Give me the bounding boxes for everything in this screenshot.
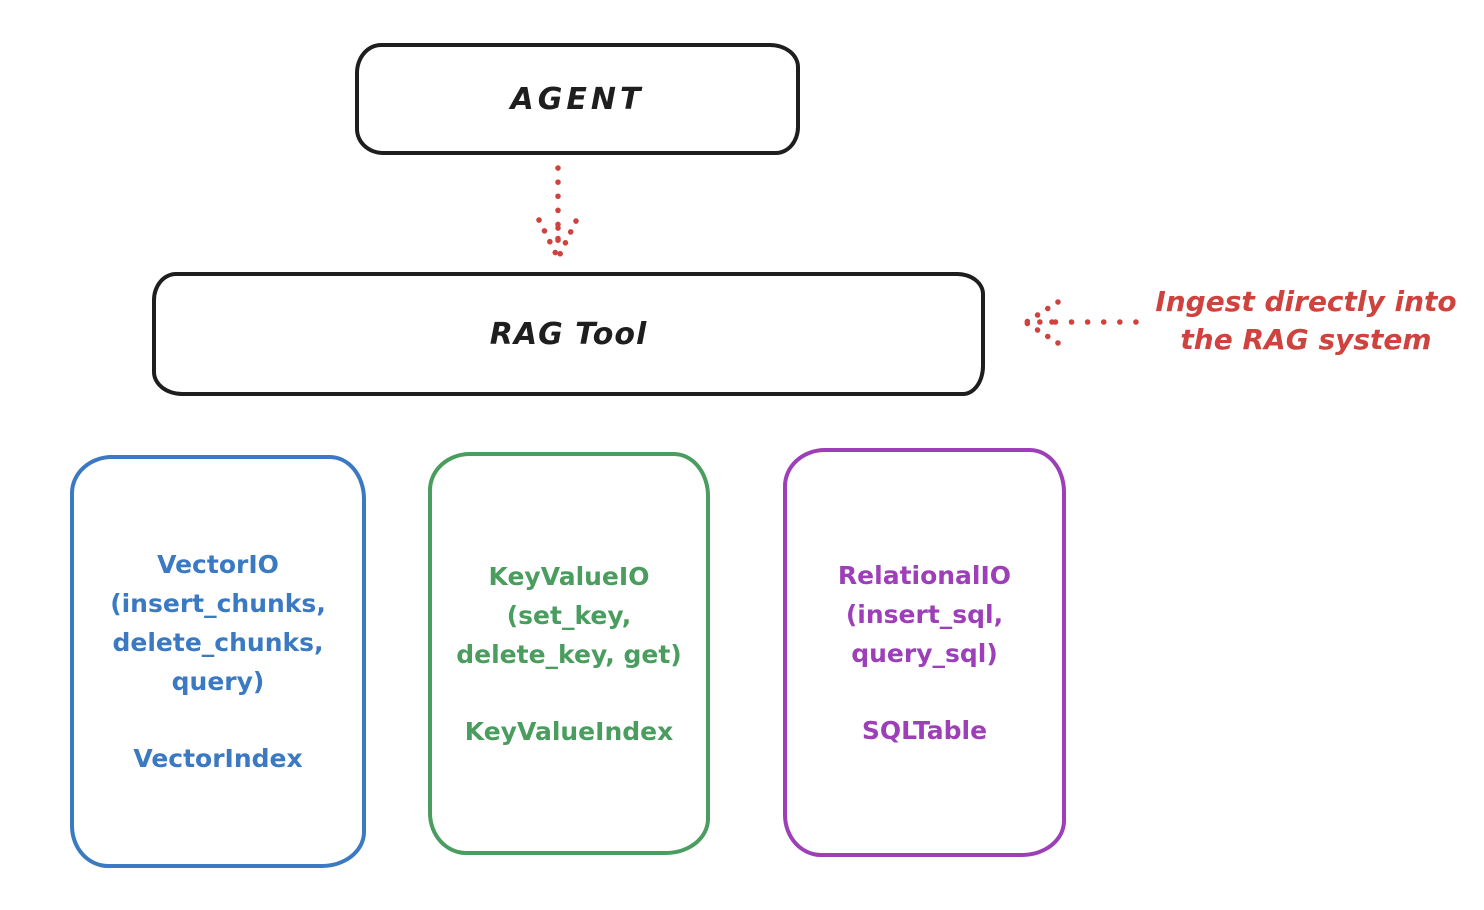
agent-node: AGENT [355, 43, 800, 155]
relational-io-line: query_sql) [851, 638, 998, 668]
keyvalue-index-label: KeyValueIndex [464, 716, 674, 746]
rag-tool-label: RAG Tool [489, 316, 648, 352]
vector-io-line: (insert_chunks, [110, 589, 326, 618]
sql-table-label: SQLTable [861, 715, 988, 745]
vector-io-line: delete_chunks, [112, 628, 324, 657]
vector-index-label: VectorIndex [133, 744, 303, 773]
keyvalue-io-line: KeyValueIO [488, 561, 650, 591]
relational-io-signature: RelationalIO (insert_sql, query_sql) [838, 556, 1011, 673]
ingest-annotation-line: the RAG system [1180, 323, 1432, 356]
vector-io-node: VectorIO (insert_chunks, delete_chunks, … [70, 455, 366, 868]
keyvalue-io-signature: KeyValueIO (set_key, delete_key, get) [456, 557, 681, 674]
ingest-arrow-head [1022, 319, 1061, 346]
relational-io-line: (insert_sql, [845, 599, 1004, 629]
relational-io-line: RelationalIO [837, 560, 1012, 590]
vector-io-line: query) [171, 667, 265, 696]
agent-to-rag-arrow-head [557, 218, 579, 257]
keyvalue-io-node: KeyValueIO (set_key, delete_key, get) Ke… [428, 452, 710, 855]
vector-io-signature: VectorIO (insert_chunks, delete_chunks, … [110, 545, 326, 701]
ingest-annotation-line: Ingest directly into [1155, 285, 1457, 318]
agent-label: AGENT [510, 81, 645, 117]
agent-to-rag-arrow-head [536, 217, 559, 257]
keyvalue-io-line: (set_key, [506, 600, 632, 630]
ingest-annotation-arrow [1022, 299, 1139, 346]
vector-io-line: VectorIO [157, 550, 279, 579]
relational-io-node: RelationalIO (insert_sql, query_sql) SQL… [783, 448, 1066, 857]
keyvalue-io-line: delete_key, get) [456, 639, 682, 669]
agent-to-rag-arrow [536, 165, 579, 257]
ingest-annotation: Ingest directly into the RAG system [1140, 283, 1472, 359]
ingest-arrow-head [1022, 299, 1061, 326]
rag-tool-node: RAG Tool [152, 272, 985, 396]
